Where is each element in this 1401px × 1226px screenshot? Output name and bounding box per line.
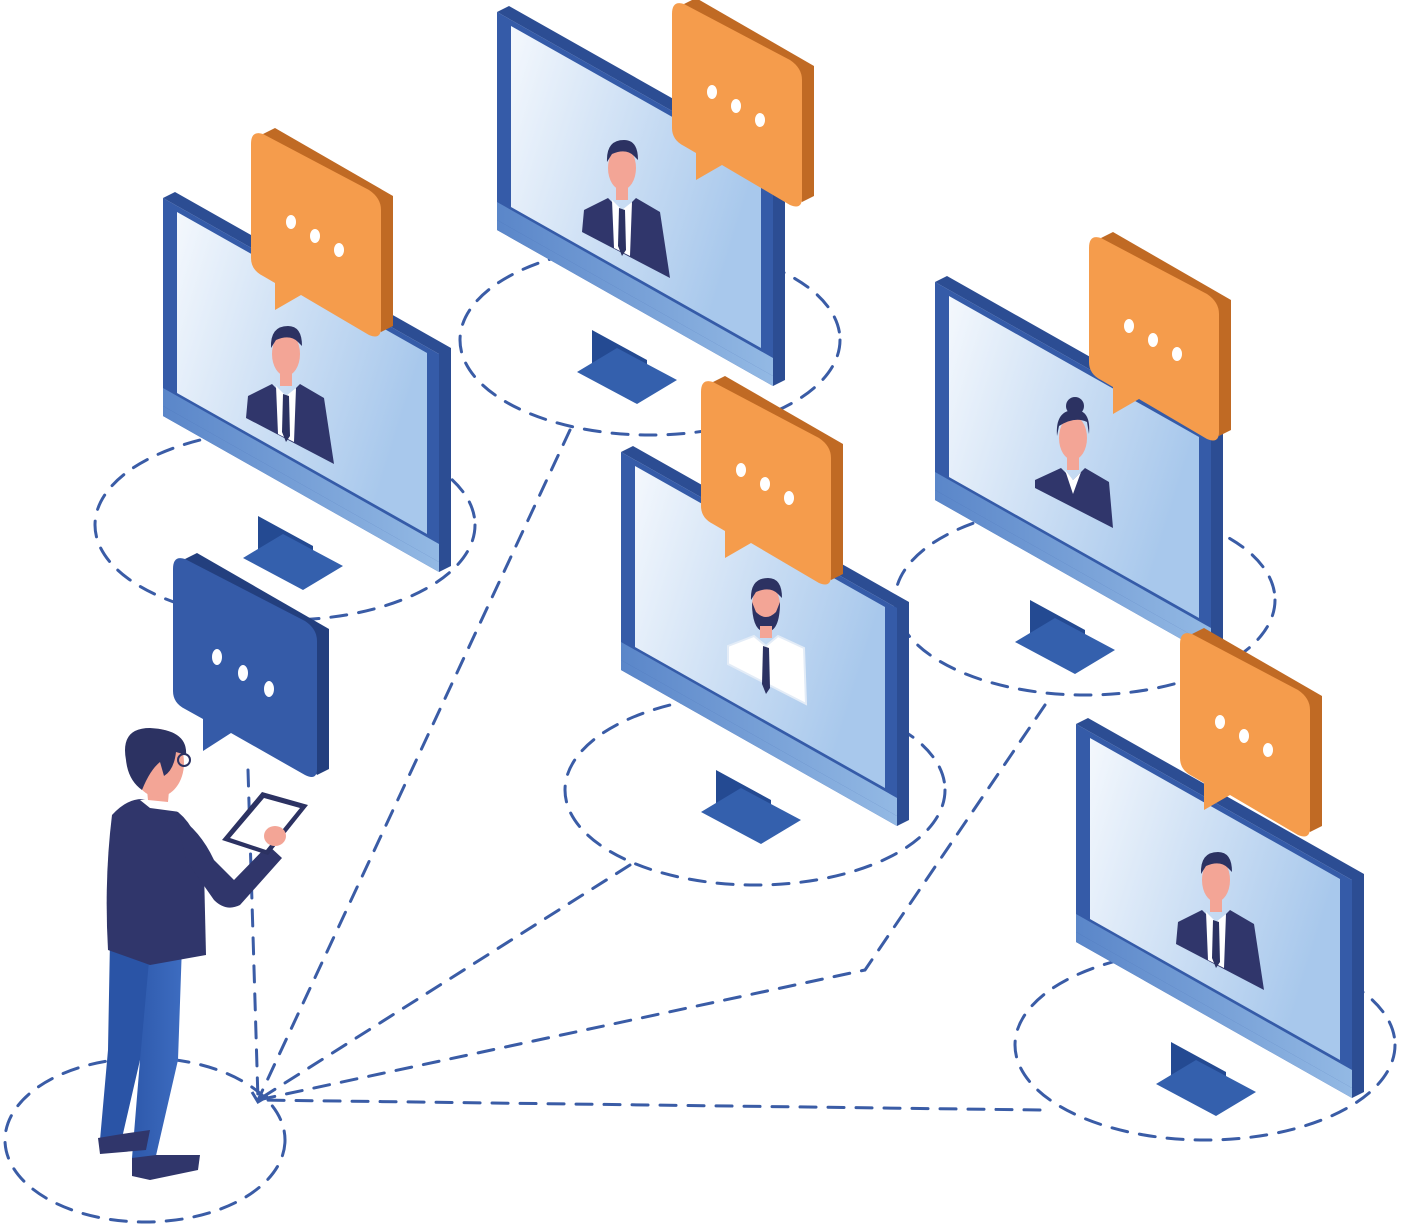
link-right — [256, 703, 1047, 1102]
presenter-person — [98, 728, 308, 1180]
participant-avatar-icon — [1035, 397, 1113, 528]
participant-avatar-icon — [727, 578, 808, 706]
platform-bottom-right — [1013, 948, 1397, 1142]
monitor-middle — [621, 446, 909, 844]
link-middle — [256, 863, 632, 1102]
arrow-head-icon — [250, 1091, 269, 1105]
tablet-icon — [222, 792, 308, 855]
link-bottom-right — [256, 1098, 1042, 1112]
platform-top-center — [458, 243, 842, 437]
link-top-center — [256, 428, 572, 1102]
platform-middle — [563, 693, 947, 887]
monitor-right — [935, 276, 1223, 674]
speech-bubble-presenter — [173, 553, 329, 777]
ellipsis-icon — [212, 649, 222, 665]
